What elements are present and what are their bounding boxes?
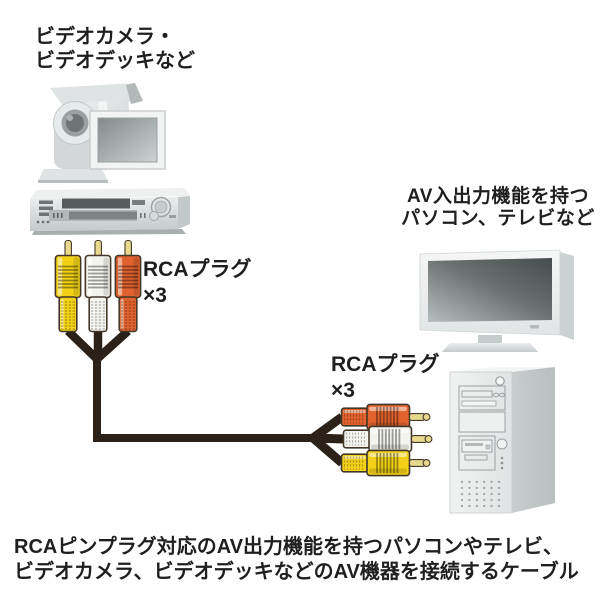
rca-plug-label-right-line1: RCAプラグ: [331, 353, 440, 376]
rca-plug-yellow-icon: [54, 239, 82, 333]
rca-plug-label-left: RCAプラグ ×3: [143, 257, 252, 309]
source-device-label: ビデオカメラ・ ビデオデッキなど: [35, 26, 195, 73]
rca-plug-white-icon: [84, 239, 112, 333]
av-cable-icon: [65, 327, 345, 467]
vcr-icon: [30, 188, 190, 235]
rca-plug-red-icon: [114, 239, 142, 333]
camcorder-icon: [38, 83, 166, 183]
diagram-caption-line2: ビデオカメラ、ビデオデッキなどのAV機器を接続するケーブル: [14, 561, 579, 584]
rca-plug-label-right: RCAプラグ ×3: [331, 352, 440, 404]
rca-plug-label-left-line1: RCAプラグ: [143, 258, 252, 281]
diagram-caption-line1: RCAピンプラグ対応のAV出力機能を持つパソコンやテレビ、: [14, 536, 564, 558]
rca-plug-yellow-icon: [340, 449, 434, 477]
source-device-label-line2: ビデオデッキなど: [35, 49, 195, 72]
rca-plug-label-right-count: ×3: [331, 379, 355, 403]
rca-plug-label-left-count: ×3: [143, 284, 167, 308]
pc-tower-icon: [449, 367, 555, 514]
diagram-caption: RCAピンプラグ対応のAV出力機能を持つパソコンやテレビ、 ビデオカメラ、ビデオ…: [14, 535, 592, 586]
destination-device-label-line2: パソコン、テレビなど: [401, 208, 595, 230]
source-device-label-line1: ビデオカメラ・: [35, 26, 175, 48]
tv-icon: [419, 249, 574, 352]
destination-device-label: AV入出力機能を持つ パソコン、テレビなど: [398, 186, 598, 231]
destination-device-label-line1: AV入出力機能を持つ: [407, 186, 589, 207]
